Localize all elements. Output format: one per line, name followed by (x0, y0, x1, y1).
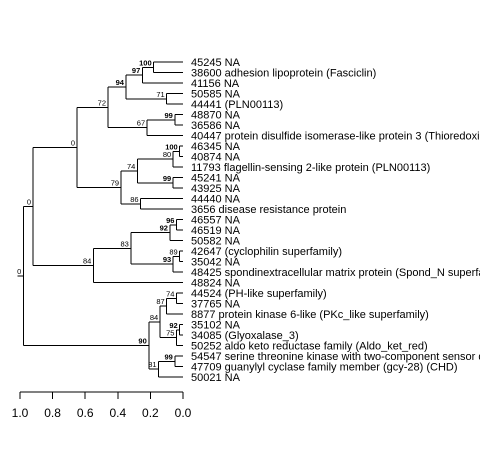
distance-axis: 1.0 0.8 0.6 0.4 0.2 0.0 (12, 391, 192, 420)
leaf-label: 45245 NA (191, 57, 241, 69)
leaf-label: 34085 (Glyoxalase_3) (191, 330, 299, 342)
support-value: 81 (148, 360, 156, 369)
leaf-label: 44440 NA (191, 194, 241, 206)
support-value: 74 (127, 162, 135, 171)
bootstrap-support-values: 1009771949967721008099748679096928993838… (17, 58, 178, 369)
leaf-label: 47709 guanylyl cyclase family member (gc… (191, 362, 458, 374)
leaf-label: 46557 NA (191, 215, 241, 227)
leaf-label: 38600 adhesion lipoprotein (Fasciclin) (191, 68, 376, 80)
support-value: 72 (98, 98, 106, 107)
leaf-label: 40447 protein disulfide isomerase-like p… (191, 131, 480, 143)
support-value: 84 (150, 313, 158, 322)
leaf-label: 50021 NA (191, 372, 241, 384)
leaf-label: 50582 NA (191, 236, 241, 248)
leaf-label: 37765 NA (191, 299, 241, 311)
tree-branches (17, 61, 183, 378)
leaf-label: 50585 NA (191, 89, 241, 101)
support-value: 97 (132, 66, 140, 75)
leaf-label: 3656 disease resistance protein (191, 204, 346, 216)
support-value: 71 (156, 90, 164, 99)
leaf-label: 50252 aldo keto reductase family (Aldo_k… (191, 341, 428, 353)
leaf-label: 46519 NA (191, 225, 241, 237)
support-value: 93 (163, 255, 171, 264)
support-value: 99 (165, 352, 173, 361)
support-value: 74 (166, 289, 174, 298)
axis-tick-label: 0.2 (142, 406, 159, 420)
support-value: 99 (165, 111, 173, 120)
leaf-label: 45241 NA (191, 173, 241, 185)
support-value: 89 (169, 247, 177, 256)
support-value: 92 (169, 321, 177, 330)
axis-tick-label: 0.6 (77, 406, 94, 420)
leaf-label: 46345 NA (191, 141, 241, 153)
leaf-label: 48870 NA (191, 110, 241, 122)
leaf-label: 41156 NA (191, 78, 240, 90)
leaf-label: 48824 NA (191, 278, 241, 290)
axis-tick-label: 0.4 (109, 406, 126, 420)
support-value: 90 (138, 337, 146, 346)
leaf-label: 36586 NA (191, 120, 241, 132)
support-value: 99 (163, 174, 171, 183)
support-value: 84 (83, 256, 91, 265)
axis-tick-label: 1.0 (12, 406, 29, 420)
axis-tick-label: 0.0 (175, 406, 192, 420)
support-value: 0 (71, 138, 75, 147)
support-value: 96 (166, 216, 174, 225)
leaf-label: 44441 (PLN00113) (191, 99, 283, 111)
support-value: 100 (139, 58, 152, 67)
support-value: 83 (120, 239, 128, 248)
support-value: 80 (163, 150, 171, 159)
support-value: 75 (166, 329, 174, 338)
support-value: 67 (137, 119, 145, 128)
leaf-label: 35102 NA (191, 320, 241, 332)
support-value: 94 (116, 78, 125, 87)
axis-tick-label: 0.8 (44, 406, 61, 420)
support-value: 86 (130, 195, 138, 204)
leaf-label: 8877 protein kinase 6-like (PKc_like sup… (191, 309, 429, 321)
support-value: 0 (27, 197, 31, 206)
leaf-label: 42647 (cyclophilin superfamily) (191, 246, 342, 258)
leaf-label: 54547 serine threonine kinase with two-c… (191, 351, 480, 363)
support-value: 100 (165, 142, 178, 151)
leaf-label: 35042 NA (191, 257, 241, 269)
leaf-label: 48425 spondinextracellular matrix protei… (191, 267, 480, 279)
support-value: 0 (17, 267, 21, 276)
leaf-label: 43925 NA (191, 183, 241, 195)
support-value: 87 (156, 297, 164, 306)
leaf-label: 44524 (PH-like superfamily) (191, 288, 327, 300)
leaf-label: 40874 NA (191, 152, 241, 164)
leaf-label: 11793 flagellin-sensing 2-like protein (… (191, 162, 430, 174)
support-value: 79 (111, 178, 119, 187)
support-value: 92 (160, 224, 168, 233)
